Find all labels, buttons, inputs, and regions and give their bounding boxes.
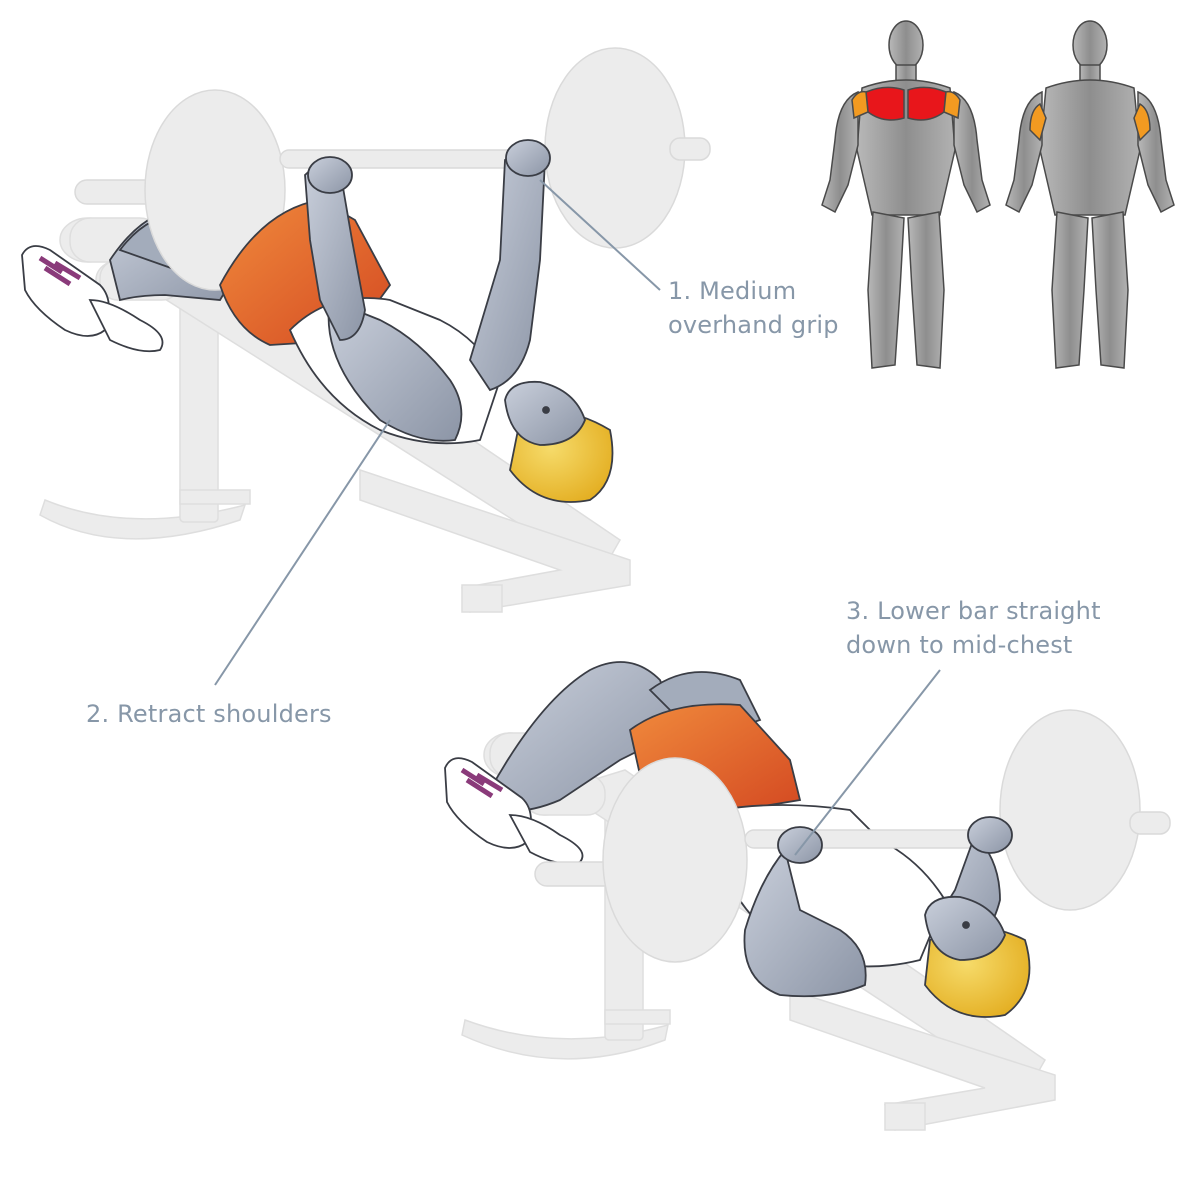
annotation-lower-line-2: down to mid-chest — [846, 631, 1073, 659]
front-deltoid-left — [851, 90, 869, 120]
bottom-head — [924, 895, 1031, 1018]
annotation-grip-line-1: 1. Medium — [668, 277, 797, 305]
top-barbell — [74, 47, 711, 291]
top-arms — [304, 139, 551, 392]
front-left-leg — [867, 211, 905, 369]
front-deltoid-right — [943, 90, 961, 120]
front-head — [888, 20, 924, 70]
top-head — [504, 380, 614, 503]
bottom-shoes — [444, 757, 584, 865]
back-right-leg — [1091, 211, 1129, 369]
back-torso — [1039, 79, 1141, 216]
leader-lines — [214, 179, 941, 856]
muscle-map-front — [821, 20, 991, 369]
top-torso — [288, 297, 501, 445]
front-left-arm — [821, 90, 859, 214]
front-right-arm — [953, 90, 991, 214]
leader-line-lower — [794, 669, 941, 856]
annotation-shoulders: 2. Retract shoulders — [86, 697, 332, 731]
leader-line-shoulders — [214, 419, 391, 686]
top-shoes — [21, 245, 164, 353]
triceps-right — [1133, 102, 1151, 142]
muscle-map — [821, 20, 1175, 369]
annotation-shoulders-line-1: 2. Retract shoulders — [86, 700, 332, 728]
top-figure — [21, 47, 711, 613]
triceps-left — [1029, 102, 1047, 142]
bottom-figure — [444, 661, 1171, 1131]
annotation-grip: 1. Medium overhand grip — [668, 274, 839, 342]
annotation-lower: 3. Lower bar straight down to mid-chest — [846, 594, 1101, 662]
leader-line-grip — [539, 179, 661, 291]
muscle-map-back — [1005, 20, 1175, 369]
front-right-leg — [907, 211, 945, 369]
annotation-grip-line-2: overhand grip — [668, 311, 839, 339]
back-head — [1072, 20, 1108, 70]
back-left-leg — [1051, 211, 1089, 369]
annotation-lower-line-1: 3. Lower bar straight — [846, 597, 1101, 625]
